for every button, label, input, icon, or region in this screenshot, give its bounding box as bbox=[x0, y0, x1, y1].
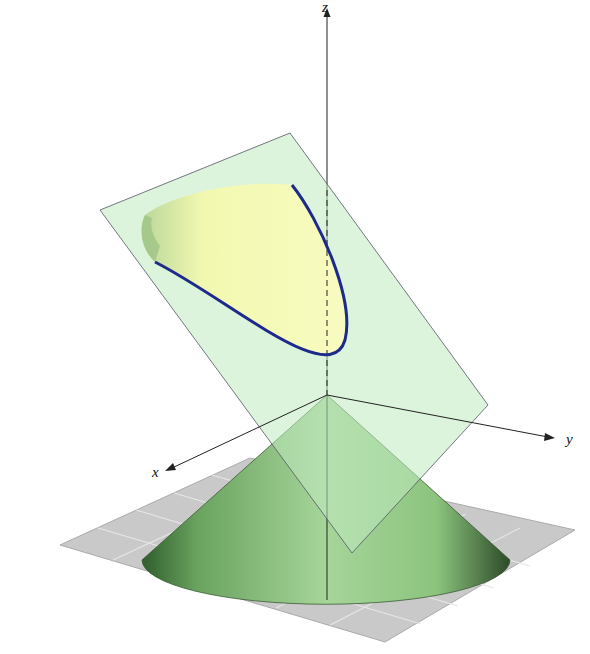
axis-label: z bbox=[322, 0, 328, 15]
y-axis bbox=[327, 395, 548, 437]
axis-label: y bbox=[566, 432, 573, 447]
cutting-plane bbox=[100, 133, 488, 553]
axis-label: x bbox=[152, 465, 159, 480]
parabola-curve bbox=[155, 185, 347, 355]
x-axis bbox=[172, 395, 327, 468]
upper-cone-section bbox=[142, 184, 347, 355]
